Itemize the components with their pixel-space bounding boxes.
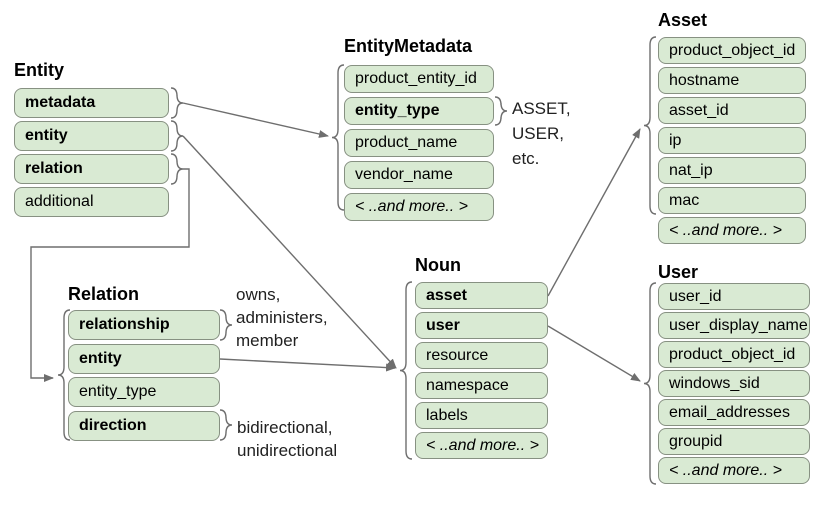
user-box-title: User bbox=[658, 262, 699, 282]
field-row-entity_type: entity_type bbox=[68, 377, 220, 407]
entitymetadata-box-title: EntityMetadata bbox=[344, 36, 473, 56]
field-row-nat_ip: nat_ip bbox=[658, 157, 806, 184]
brace-entity-metadata-row bbox=[170, 87, 184, 119]
brace-direction-row bbox=[219, 409, 233, 441]
field-row-resource: resource bbox=[415, 342, 548, 369]
field-row-product_object_id: product_object_id bbox=[658, 341, 810, 368]
field-row-vendor_name: vendor_name bbox=[344, 161, 494, 189]
asset-box-title: Asset bbox=[658, 10, 708, 30]
annotation-line: ASSET, bbox=[512, 99, 571, 118]
field-row-direction: direction bbox=[68, 410, 220, 441]
field-row-andmore: < ..and more.. > bbox=[658, 457, 810, 484]
field-row-email_addresses: email_addresses bbox=[658, 399, 810, 426]
annotation-line: member bbox=[236, 331, 299, 350]
brace-entity-relation-row bbox=[170, 153, 184, 185]
field-row-entity: entity bbox=[14, 121, 169, 151]
annotation-direction-values: bidirectional, unidirectional bbox=[237, 416, 337, 462]
field-row-metadata: metadata bbox=[14, 88, 169, 118]
brace-entity-entity-row bbox=[170, 120, 184, 152]
field-row-andmore: < ..and more.. > bbox=[344, 193, 494, 221]
arrow-relation-entity-to-noun bbox=[219, 358, 396, 372]
arrow-noun-asset-to-asset-box bbox=[547, 128, 641, 297]
field-row-andmore: < ..and more.. > bbox=[658, 217, 806, 244]
field-row-product_name: product_name bbox=[344, 129, 494, 157]
brace-user-box bbox=[643, 282, 657, 485]
arrow-entity-to-noun bbox=[182, 135, 397, 369]
field-row-entity_type: entity_type bbox=[344, 97, 494, 125]
field-row-ip: ip bbox=[658, 127, 806, 154]
annotation-relationship-values: owns, administers, member bbox=[236, 283, 328, 352]
relation-box-title: Relation bbox=[68, 284, 140, 304]
brace-noun-box bbox=[399, 281, 413, 460]
field-row-labels: labels bbox=[415, 402, 548, 429]
arrow-metadata-to-entitymetadata bbox=[182, 102, 329, 138]
arrow-relation-to-relation-box bbox=[30, 168, 190, 382]
field-row-andmore: < ..and more.. > bbox=[415, 432, 548, 459]
brace-relationship-row bbox=[219, 309, 233, 341]
field-row-relation: relation bbox=[14, 154, 169, 184]
brace-entitymetadata-box bbox=[331, 64, 345, 211]
arrow-noun-user-to-user-box bbox=[547, 325, 641, 382]
annotation-line: USER, bbox=[512, 124, 564, 143]
brace-asset-box bbox=[643, 36, 657, 215]
annotation-entity-type-values: ASSET, USER, etc. bbox=[512, 96, 571, 171]
field-row-mac: mac bbox=[658, 187, 806, 214]
entity-box-title: Entity bbox=[14, 60, 65, 80]
annotation-line: etc. bbox=[512, 149, 540, 168]
field-row-product_object_id: product_object_id bbox=[658, 37, 806, 64]
annotation-line: owns, bbox=[236, 285, 281, 304]
field-row-user_display_name: user_display_name bbox=[658, 312, 810, 339]
field-row-hostname: hostname bbox=[658, 67, 806, 94]
field-row-asset: asset bbox=[415, 282, 548, 309]
annotation-line: administers, bbox=[236, 308, 328, 327]
brace-relation-box bbox=[57, 309, 71, 441]
annotation-line: unidirectional bbox=[237, 441, 338, 460]
field-row-additional: additional bbox=[14, 187, 169, 217]
field-row-asset_id: asset_id bbox=[658, 97, 806, 124]
field-row-user_id: user_id bbox=[658, 283, 810, 310]
field-row-windows_sid: windows_sid bbox=[658, 370, 810, 397]
field-row-relationship: relationship bbox=[68, 310, 220, 340]
field-row-namespace: namespace bbox=[415, 372, 548, 399]
noun-box-title: Noun bbox=[415, 255, 461, 275]
field-row-product_entity_id: product_entity_id bbox=[344, 65, 494, 93]
brace-entity-type-row bbox=[494, 96, 508, 126]
field-row-user: user bbox=[415, 312, 548, 339]
annotation-line: bidirectional, bbox=[237, 418, 333, 437]
field-row-groupid: groupid bbox=[658, 428, 810, 455]
field-row-entity: entity bbox=[68, 343, 220, 374]
